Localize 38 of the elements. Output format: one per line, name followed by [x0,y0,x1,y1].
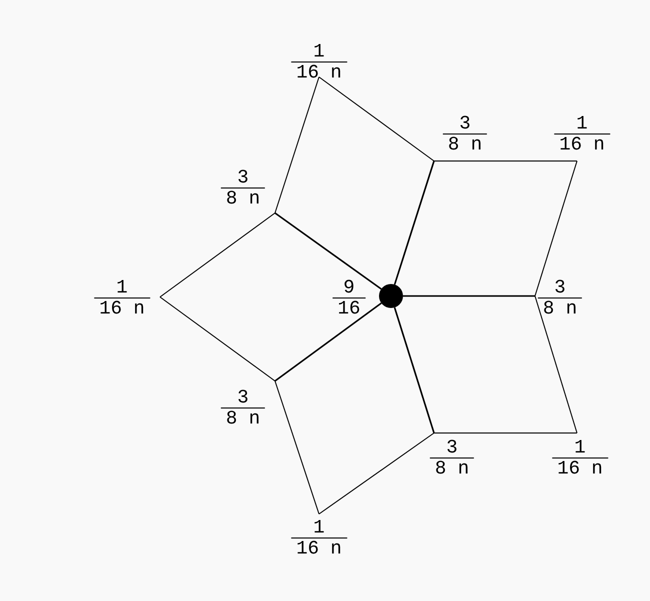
fraction-denominator: 16 n [552,458,608,478]
fraction-numerator: 1 [576,114,588,134]
fraction-denominator: 16 n [291,538,347,558]
fraction-numerator: 3 [554,278,566,298]
mesh-edge-line [394,160,435,285]
fraction-numerator: 3 [237,388,249,408]
fraction-numerator: 1 [116,278,128,298]
fraction-numerator: 9 [343,278,355,298]
mesh-edge-line [434,160,578,162]
fraction-denominator: 16 [332,298,366,318]
mesh-edge-line [274,76,320,214]
fraction-denominator: 16 n [554,134,610,154]
fraction-denominator: 8 n [220,408,266,428]
fraction-denominator: 8 n [442,134,488,154]
fraction-denominator: 16 n [291,62,347,82]
fraction-denominator: 8 n [430,458,474,478]
mesh-edge-line [403,295,535,297]
fraction-denominator: 8 n [538,298,582,318]
mesh-edge-line [160,212,276,298]
fraction-numerator: 3 [446,438,458,458]
fraction-numerator: 3 [237,168,249,188]
vertex-dot [379,284,403,308]
mesh-edge-line [434,432,578,434]
fraction-denominator: 16 n [94,298,150,318]
mesh-edge-line [394,307,435,434]
mesh-edge-line [534,160,578,296]
mesh-edge-line [274,302,382,382]
mesh-edge-line [318,432,434,514]
mesh-edge-line [274,212,382,290]
mesh-edge-line [160,296,276,382]
fraction-numerator: 1 [313,42,325,62]
fraction-numerator: 1 [313,518,325,538]
mesh-edge-line [274,380,320,514]
fraction-numerator: 1 [574,438,586,458]
fraction-denominator: 8 n [220,188,266,208]
mesh-edge-line [318,76,434,162]
fraction-numerator: 3 [459,114,471,134]
mesh-edge-line [534,296,578,434]
